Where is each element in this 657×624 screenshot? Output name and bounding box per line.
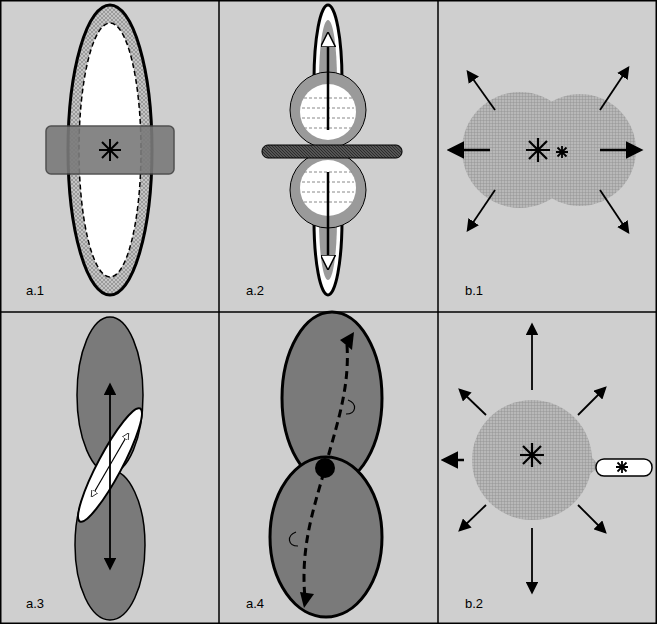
panel-b2-art xyxy=(444,325,652,592)
panel-label: b.2 xyxy=(465,597,483,610)
panel-label: a.3 xyxy=(26,597,44,610)
panel-label: a.1 xyxy=(26,284,44,297)
panel-a4-art xyxy=(270,312,382,617)
panel-label: b.1 xyxy=(465,284,483,297)
panel-label: a.2 xyxy=(246,284,264,297)
panel-label: a.4 xyxy=(246,597,264,610)
panel-a2-art xyxy=(262,5,402,295)
panel-b1-art xyxy=(450,68,640,232)
panel-a1-art xyxy=(46,5,174,295)
panel-a3-art xyxy=(69,317,150,620)
